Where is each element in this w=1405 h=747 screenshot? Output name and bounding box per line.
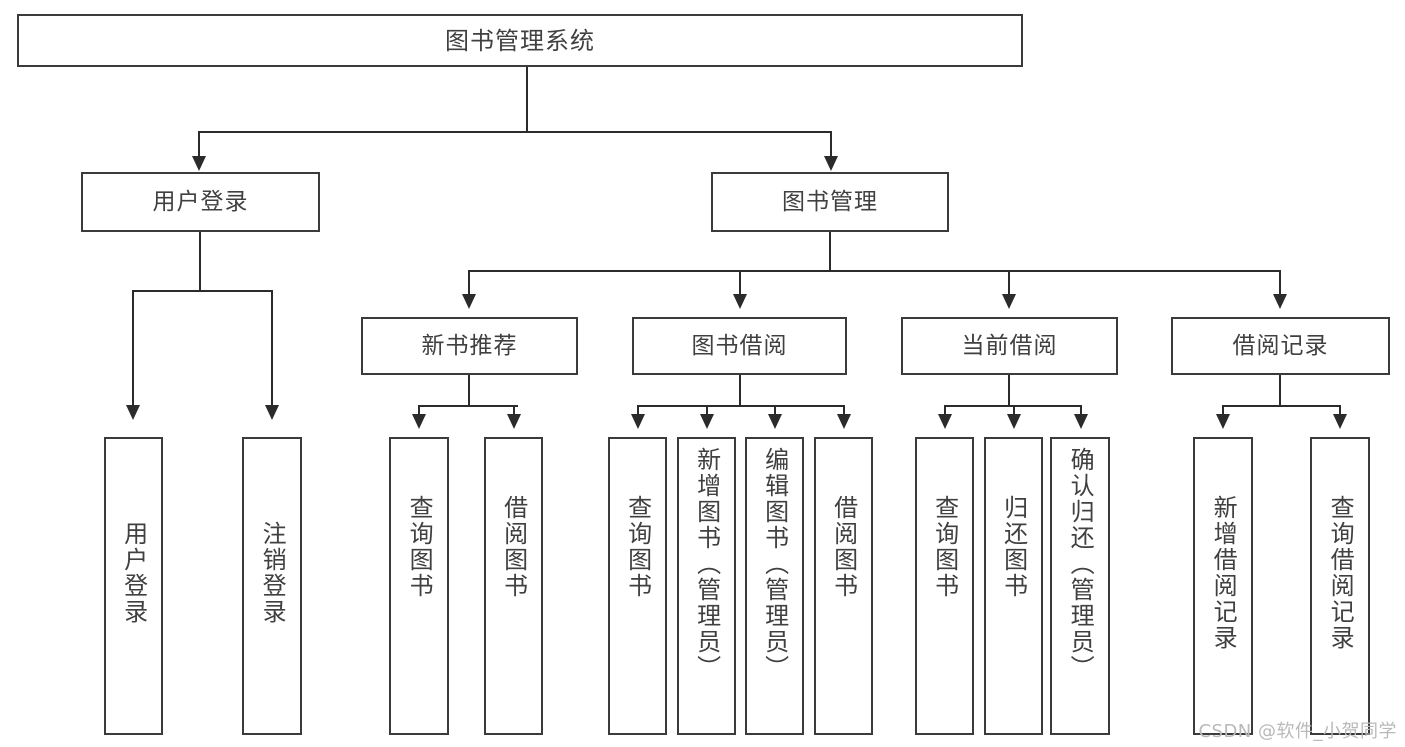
node-label: 查询图书 xyxy=(930,495,959,599)
arrow-to-user-login xyxy=(192,156,206,171)
connector-current-borrow-drop-3 xyxy=(1080,405,1082,415)
node-label: 新增借阅记录 xyxy=(1209,495,1238,651)
connector-book-borrow-drop-3 xyxy=(774,405,776,415)
connector-book-manage-bus xyxy=(468,270,1281,272)
connector-root-stem xyxy=(526,67,528,132)
connector-new-book-drop-1 xyxy=(418,405,420,415)
leaf-node-query-borrow-record[interactable]: 查询借阅记录 xyxy=(1310,437,1370,735)
node-label: 查询借阅记录 xyxy=(1326,495,1355,651)
connector-to-user-login xyxy=(198,131,200,157)
leaf-node-user-login[interactable]: 用户登录 xyxy=(104,437,163,735)
node-label: 图书管理系统 xyxy=(445,26,595,55)
connector-book-borrow-stem xyxy=(739,375,741,406)
arrow-to-new-book-rec xyxy=(462,294,476,309)
arrow-leaf-query-book-2 xyxy=(631,414,645,429)
connector-user-login-left-drop xyxy=(132,290,134,406)
leaf-node-confirm-return-admin[interactable]: 确认归还（管理员） xyxy=(1050,437,1110,735)
node-label: 编辑图书（管理员） xyxy=(760,447,789,681)
connector-user-login-stem xyxy=(199,232,201,291)
connector-current-borrow-stem xyxy=(1008,375,1010,406)
node-current-borrow[interactable]: 当前借阅 xyxy=(901,317,1118,375)
connector-book-borrow-drop-4 xyxy=(843,405,845,415)
arrow-to-book-borrow xyxy=(733,294,747,309)
connector-drop-current-borrow xyxy=(1008,270,1010,295)
node-book-management-system[interactable]: 图书管理系统 xyxy=(17,14,1023,67)
connector-drop-book-borrow xyxy=(739,270,741,295)
connector-current-borrow-bus xyxy=(944,405,1080,407)
node-label: 归还图书 xyxy=(999,495,1028,599)
node-book-management[interactable]: 图书管理 xyxy=(711,172,949,232)
arrow-leaf-logout xyxy=(265,405,279,420)
csdn-watermark: CSDN @软件_小贺同学 xyxy=(1198,721,1397,742)
connector-borrow-record-drop-1 xyxy=(1222,405,1224,415)
leaf-node-add-borrow-record[interactable]: 新增借阅记录 xyxy=(1193,437,1253,735)
connector-drop-borrow-record xyxy=(1279,270,1281,295)
connector-new-book-drop-2 xyxy=(513,405,515,415)
arrow-to-current-borrow xyxy=(1002,294,1016,309)
arrow-leaf-confirm-return xyxy=(1074,414,1088,429)
arrow-leaf-borrow-book-2 xyxy=(837,414,851,429)
node-label: 查询图书 xyxy=(623,495,652,599)
leaf-node-return-book[interactable]: 归还图书 xyxy=(984,437,1043,735)
arrow-leaf-borrow-book-1 xyxy=(507,414,521,429)
arrow-leaf-query-borrow-record xyxy=(1333,414,1347,429)
arrow-leaf-user-login xyxy=(126,405,140,420)
node-label: 查询图书 xyxy=(405,495,434,599)
connector-borrow-record-stem xyxy=(1279,375,1281,406)
arrow-leaf-query-book-1 xyxy=(412,414,426,429)
connector-current-borrow-drop-2 xyxy=(1013,405,1015,415)
leaf-node-query-book-2[interactable]: 查询图书 xyxy=(608,437,667,735)
node-label: 用户登录 xyxy=(152,188,249,215)
node-label: 确认归还（管理员） xyxy=(1066,447,1095,681)
node-book-borrow[interactable]: 图书借阅 xyxy=(632,317,847,375)
node-label: 用户登录 xyxy=(119,521,148,625)
node-label: 当前借阅 xyxy=(961,332,1058,359)
node-label: 新书推荐 xyxy=(421,332,518,359)
connector-user-login-bus xyxy=(132,290,272,292)
connector-book-borrow-bus xyxy=(637,405,843,407)
leaf-node-borrow-book-1[interactable]: 借阅图书 xyxy=(484,437,543,735)
arrow-leaf-add-book xyxy=(700,414,714,429)
connector-current-borrow-drop-1 xyxy=(944,405,946,415)
arrow-leaf-edit-book xyxy=(768,414,782,429)
connector-borrow-record-bus xyxy=(1222,405,1340,407)
connector-borrow-record-drop-2 xyxy=(1339,405,1341,415)
node-label: 注销登录 xyxy=(258,521,287,625)
node-label: 借阅图书 xyxy=(499,495,528,599)
connector-new-book-stem xyxy=(468,375,470,406)
connector-book-borrow-drop-1 xyxy=(637,405,639,415)
leaf-node-logout[interactable]: 注销登录 xyxy=(242,437,302,735)
node-label: 新增图书（管理员） xyxy=(692,447,721,681)
node-label: 借阅图书 xyxy=(829,495,858,599)
arrow-to-book-manage xyxy=(824,156,838,171)
connector-drop-new-book xyxy=(468,270,470,295)
node-label: 图书借阅 xyxy=(691,332,788,359)
arrow-to-borrow-record xyxy=(1273,294,1287,309)
node-borrow-record[interactable]: 借阅记录 xyxy=(1171,317,1390,375)
leaf-node-borrow-book-2[interactable]: 借阅图书 xyxy=(814,437,873,735)
leaf-node-edit-book-admin[interactable]: 编辑图书（管理员） xyxy=(745,437,804,735)
connector-to-book-manage xyxy=(830,131,832,157)
leaf-node-query-book-3[interactable]: 查询图书 xyxy=(915,437,974,735)
connector-new-book-bus xyxy=(418,405,518,407)
node-user-login[interactable]: 用户登录 xyxy=(81,172,320,232)
node-label: 图书管理 xyxy=(782,188,878,215)
arrow-leaf-query-book-3 xyxy=(938,414,952,429)
node-label: 借阅记录 xyxy=(1232,332,1329,359)
leaf-node-add-book-admin[interactable]: 新增图书（管理员） xyxy=(677,437,736,735)
connector-book-borrow-drop-2 xyxy=(706,405,708,415)
node-new-book-recommend[interactable]: 新书推荐 xyxy=(361,317,578,375)
leaf-node-query-book-1[interactable]: 查询图书 xyxy=(389,437,449,735)
connector-user-login-right-drop xyxy=(271,290,273,406)
arrow-leaf-add-borrow-record xyxy=(1216,414,1230,429)
connector-book-manage-stem xyxy=(829,232,831,271)
arrow-leaf-return-book xyxy=(1007,414,1021,429)
connector-root-bus xyxy=(198,131,832,133)
